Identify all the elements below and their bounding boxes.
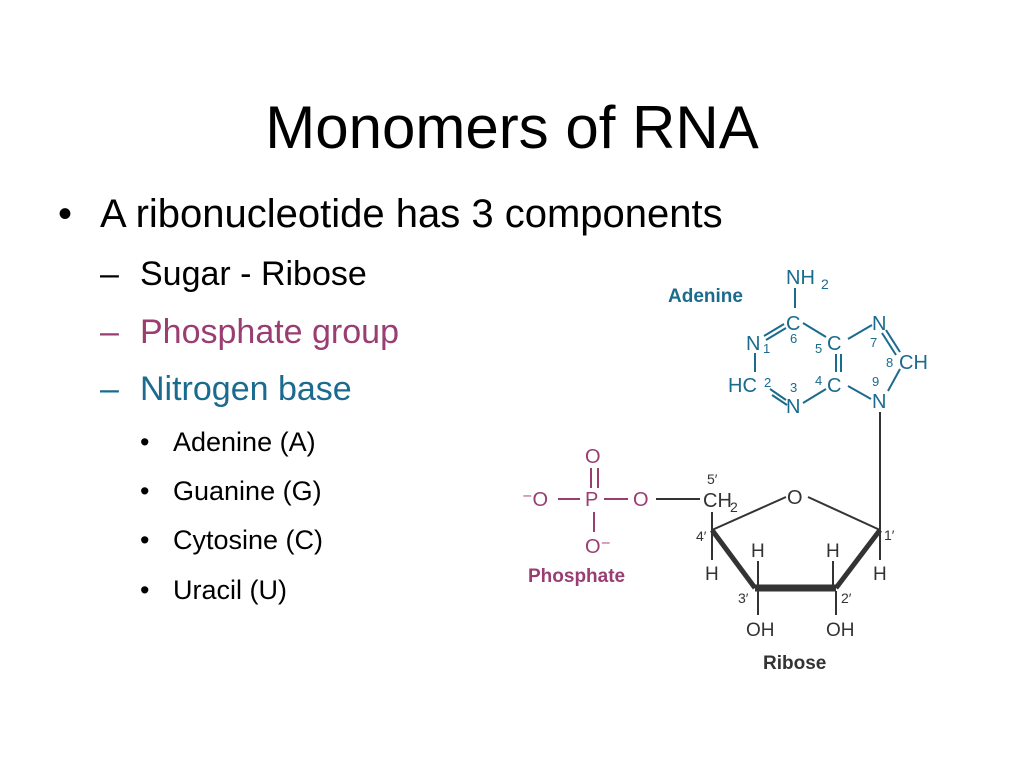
ring-number: 7 [870, 335, 877, 350]
atom-c8: CH [899, 352, 928, 374]
amine-subscript: 2 [821, 276, 829, 292]
base-item-guanine: Guanine (G) [173, 476, 322, 506]
slide-title: Monomers of RNA [265, 94, 759, 161]
ring-number: 1 [763, 341, 770, 356]
atom-h1: H [873, 564, 887, 585]
phosphate-structure: O ⁻O P O O⁻ Phosphate [522, 446, 649, 587]
ribose-prime-3: 3′ [738, 590, 749, 606]
atom-o-bottom: O⁻ [585, 536, 611, 558]
bullet-marker: • [58, 192, 73, 236]
sub-bullet-sugar: Sugar - Ribose [140, 255, 367, 293]
atom-c2: HC [728, 375, 757, 397]
atom-n1: N [746, 333, 760, 355]
sub-bullet-marker: – [100, 313, 119, 351]
atom-c4: C [827, 375, 841, 397]
base-item-uracil: Uracil (U) [173, 575, 287, 605]
bullet-main: A ribonucleotide has 3 components [100, 192, 723, 236]
phosphate-label: Phosphate [528, 566, 625, 587]
base-bullet-marker: • [140, 427, 150, 457]
atom-o-left: ⁻O [522, 489, 548, 511]
atom-o-bridge: O [633, 489, 649, 511]
atom-oh3: OH [746, 620, 775, 641]
ribose-label: Ribose [763, 653, 826, 674]
atom-n3: N [786, 396, 800, 418]
atom-c5: C [827, 333, 841, 355]
base-item-adenine: Adenine (A) [173, 427, 316, 457]
ribose-prime-2: 2′ [841, 590, 852, 606]
ring-number: 6 [790, 331, 797, 346]
adenine-bonds [754, 322, 901, 406]
atom-n7: N [872, 313, 886, 335]
base-bullet-marker: • [140, 575, 150, 605]
atom-n9: N [872, 391, 886, 413]
atom-o-top: O [585, 446, 601, 468]
adenine-structure: Adenine NH 2 C 6 N 1 HC 2 N 3 C 4 C 5 N … [668, 267, 928, 418]
atom-oh2: OH [826, 620, 855, 641]
ribose-structure: 5′ CH 2 O 4′ 1′ 3′ 2′ H H H H OH OH Ribo… [656, 471, 895, 674]
amine-nh-label: NH [786, 267, 815, 289]
ring-number: 4 [815, 373, 822, 388]
ring-number: 3 [790, 380, 797, 395]
base-bullet-marker: • [140, 525, 150, 555]
sub-bullet-marker: – [100, 255, 119, 293]
atom-ring-o: O [787, 487, 803, 509]
atom-p: P [585, 489, 598, 511]
sub-bullet-phosphate: Phosphate group [140, 313, 399, 351]
atom-h4: H [705, 564, 719, 585]
ch2-subscript: 2 [730, 499, 738, 515]
sub-bullet-marker: – [100, 370, 119, 408]
ribose-prime-4: 4′ [696, 528, 707, 544]
ring-number: 2 [764, 375, 771, 390]
atom-c6: C [786, 313, 800, 335]
ring-number: 9 [872, 374, 879, 389]
ribose-prime-1: 1′ [884, 527, 895, 543]
atom-h3-up: H [751, 541, 765, 562]
base-item-cytosine: Cytosine (C) [173, 525, 324, 555]
atom-h2-up: H [826, 541, 840, 562]
ring-number: 8 [886, 355, 893, 370]
adenine-label: Adenine [668, 286, 743, 307]
sub-bullet-nitrogen-base: Nitrogen base [140, 370, 352, 408]
ribose-prime-5: 5′ [707, 471, 718, 487]
base-bullet-marker: • [140, 476, 150, 506]
ring-number: 5 [815, 341, 822, 356]
atom-ch2: CH [703, 490, 732, 512]
